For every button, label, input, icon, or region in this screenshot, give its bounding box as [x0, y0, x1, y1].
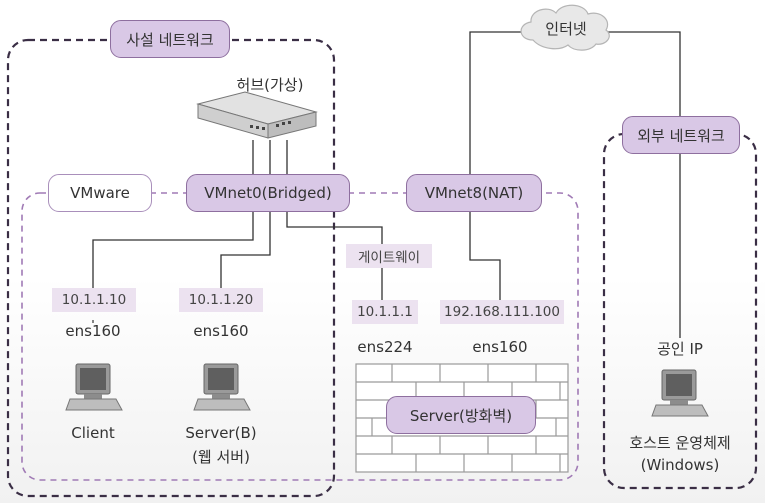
hub-device-icon — [196, 91, 318, 139]
server-b-role: (웹 서버) — [192, 448, 250, 466]
client-nic-label: ens160 — [65, 322, 121, 340]
host-os-type: (Windows) — [640, 456, 720, 474]
client-name: Client — [71, 424, 115, 442]
vmnet0-label: VMnet0(Bridged) — [186, 174, 350, 212]
server-b-ip-tag: 10.1.1.20 — [179, 288, 263, 312]
host-public-ip-label: 공인 IP — [657, 340, 703, 358]
firewall-internal-ip-tag: 10.1.1.1 — [352, 300, 418, 324]
private-network-label: 사설 네트워크 — [110, 20, 230, 58]
host-computer-icon — [651, 369, 709, 417]
hub-label: 허브(가상) — [236, 76, 304, 94]
private-network-zone — [6, 38, 336, 498]
client-ip-tag: 10.1.1.10 — [52, 288, 136, 312]
firewall-server-label: Server(방화벽) — [386, 396, 536, 434]
server-b-name: Server(B) — [185, 424, 257, 442]
firewall-internal-nic-label: ens224 — [357, 338, 413, 356]
server-b-nic-label: ens160 — [193, 322, 249, 340]
vmware-label: VMware — [48, 174, 152, 212]
internet-label: 인터넷 — [545, 20, 587, 38]
client-computer-icon — [65, 363, 123, 411]
gateway-label: 게이트웨이 — [346, 244, 432, 268]
firewall-external-nic-label: ens160 — [472, 338, 528, 356]
internet-cloud-icon — [520, 4, 610, 51]
external-network-label: 외부 네트워크 — [622, 116, 740, 154]
host-os-name: 호스트 운영체제 — [629, 434, 731, 452]
firewall-external-ip-tag: 192.168.111.100 — [440, 300, 564, 324]
vmnet8-label: VMnet8(NAT) — [406, 174, 542, 212]
vmware-zone — [21, 192, 579, 481]
server-b-computer-icon — [193, 363, 251, 411]
external-network-zone — [602, 132, 758, 490]
